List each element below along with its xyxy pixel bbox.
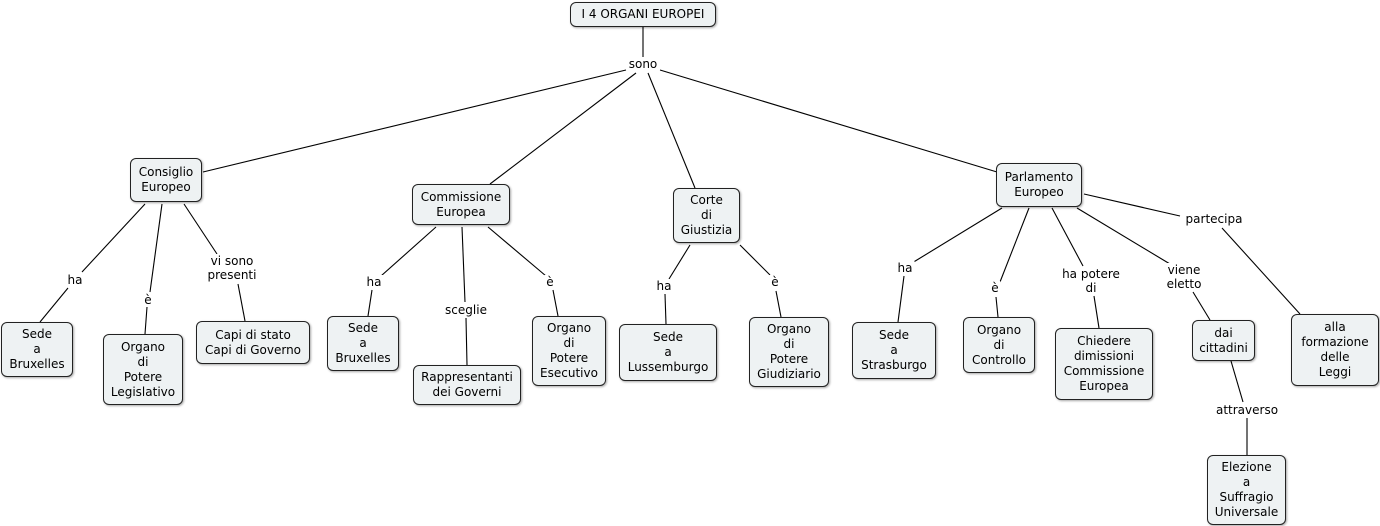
link-consiglio-ha <box>81 203 146 273</box>
concept-parlamento-europeo: Parlamento Europeo <box>996 163 1082 207</box>
link-parlamento-partecipa <box>1083 193 1181 217</box>
link-label-attraverso: attraverso <box>1213 403 1281 417</box>
concept-parlamento-sede: Sede a Strasburgo <box>852 322 936 379</box>
link-parlamento-e <box>999 207 1030 283</box>
link-ha-cons-sede <box>39 287 69 323</box>
link-cittadini-attraverso <box>1230 360 1244 403</box>
concept-consiglio-europeo: Consiglio Europeo <box>130 158 202 202</box>
concept-corte-organo: Organo di Potere Giudiziario <box>749 317 829 387</box>
link-commissione-e <box>487 226 547 277</box>
link-sono-commissione <box>489 72 637 185</box>
link-vi-cons-capi <box>237 283 246 322</box>
link-label-corte-ha: ha <box>654 279 674 293</box>
link-ha-comm-sede <box>367 289 373 317</box>
concept-commissione-sede: Sede a Bruxelles <box>327 316 399 371</box>
concept-corte-sede: Sede a Lussemburgo <box>619 324 717 381</box>
concept-corte-di-giustizia: Corte di Giustizia <box>673 188 740 243</box>
concept-consiglio-sede: Sede a Bruxelles <box>1 322 73 377</box>
link-partecipa-parl-leggi <box>1221 227 1301 315</box>
link-label-parl-partecipa: partecipa <box>1183 212 1245 226</box>
link-corte-e <box>739 244 771 276</box>
link-label-parl-ha-potere-di: ha potere di <box>1060 267 1122 295</box>
link-label-comm-ha: ha <box>364 275 384 289</box>
link-ha-corte-sede <box>664 293 667 325</box>
link-parlamento-ha <box>911 207 1003 264</box>
link-e-cons-organo <box>144 306 148 335</box>
concept-consiglio-organo: Organo di Potere Legislativo <box>103 334 183 405</box>
concept-consiglio-capi: Capi di stato Capi di Governo <box>196 321 310 364</box>
link-consiglio-e <box>149 203 163 293</box>
concept-commissione-europea: Commissione Europea <box>412 184 510 225</box>
link-label-sono: sono <box>626 57 660 71</box>
link-label-comm-sceglie: sceglie <box>443 303 489 317</box>
link-label-corte-e: è <box>769 275 781 289</box>
link-parlamento-hapotere <box>1051 207 1084 267</box>
link-label-comm-e: è <box>544 275 556 289</box>
link-sceglie-comm-rapp <box>465 317 468 366</box>
link-commissione-sceglie <box>461 226 466 303</box>
concept-parlamento-organo: Organo di Controllo <box>963 317 1035 373</box>
link-label-cons-e: è <box>142 293 154 307</box>
link-e-parl-organo <box>995 296 999 318</box>
concept-commissione-organo: Organo di Potere Esecutivo <box>532 316 606 386</box>
link-parlamento-viene <box>1076 207 1171 265</box>
link-viene-parl-cittadini <box>1192 291 1211 321</box>
link-hapotere-parl-chiedere <box>1093 295 1100 329</box>
link-ha-parl-sede <box>897 275 905 323</box>
link-consiglio-vi <box>183 203 218 255</box>
link-sono-parlamento <box>659 69 998 173</box>
concept-parlamento-leggi: alla formazione delle Leggi <box>1291 314 1379 386</box>
concept-elezione: Elezione a Suffragio Universale <box>1207 455 1286 525</box>
link-commissione-ha <box>380 226 437 277</box>
link-label-parl-viene-eletto: viene eletto <box>1164 263 1204 291</box>
concept-parlamento-cittadini: dai cittadini <box>1192 320 1255 361</box>
link-label-parl-ha: ha <box>895 261 915 275</box>
link-sono-corte <box>647 72 696 189</box>
concept-commissione-rappresentanti: Rappresentanti dei Governi <box>413 365 521 405</box>
link-sono-consiglio <box>202 69 627 173</box>
link-label-cons-ha: ha <box>65 273 85 287</box>
root-concept: I 4 ORGANI EUROPEI <box>570 2 716 27</box>
concept-parlamento-chiedere: Chiedere dimissioni Commissione Europea <box>1055 328 1153 400</box>
link-corte-ha <box>668 244 691 280</box>
link-label-cons-vi-sono-presenti: vi sono presenti <box>205 254 259 282</box>
link-e-comm-organo <box>552 289 559 317</box>
link-e-corte-organo <box>775 290 782 318</box>
link-label-parl-e: è <box>989 281 1001 295</box>
